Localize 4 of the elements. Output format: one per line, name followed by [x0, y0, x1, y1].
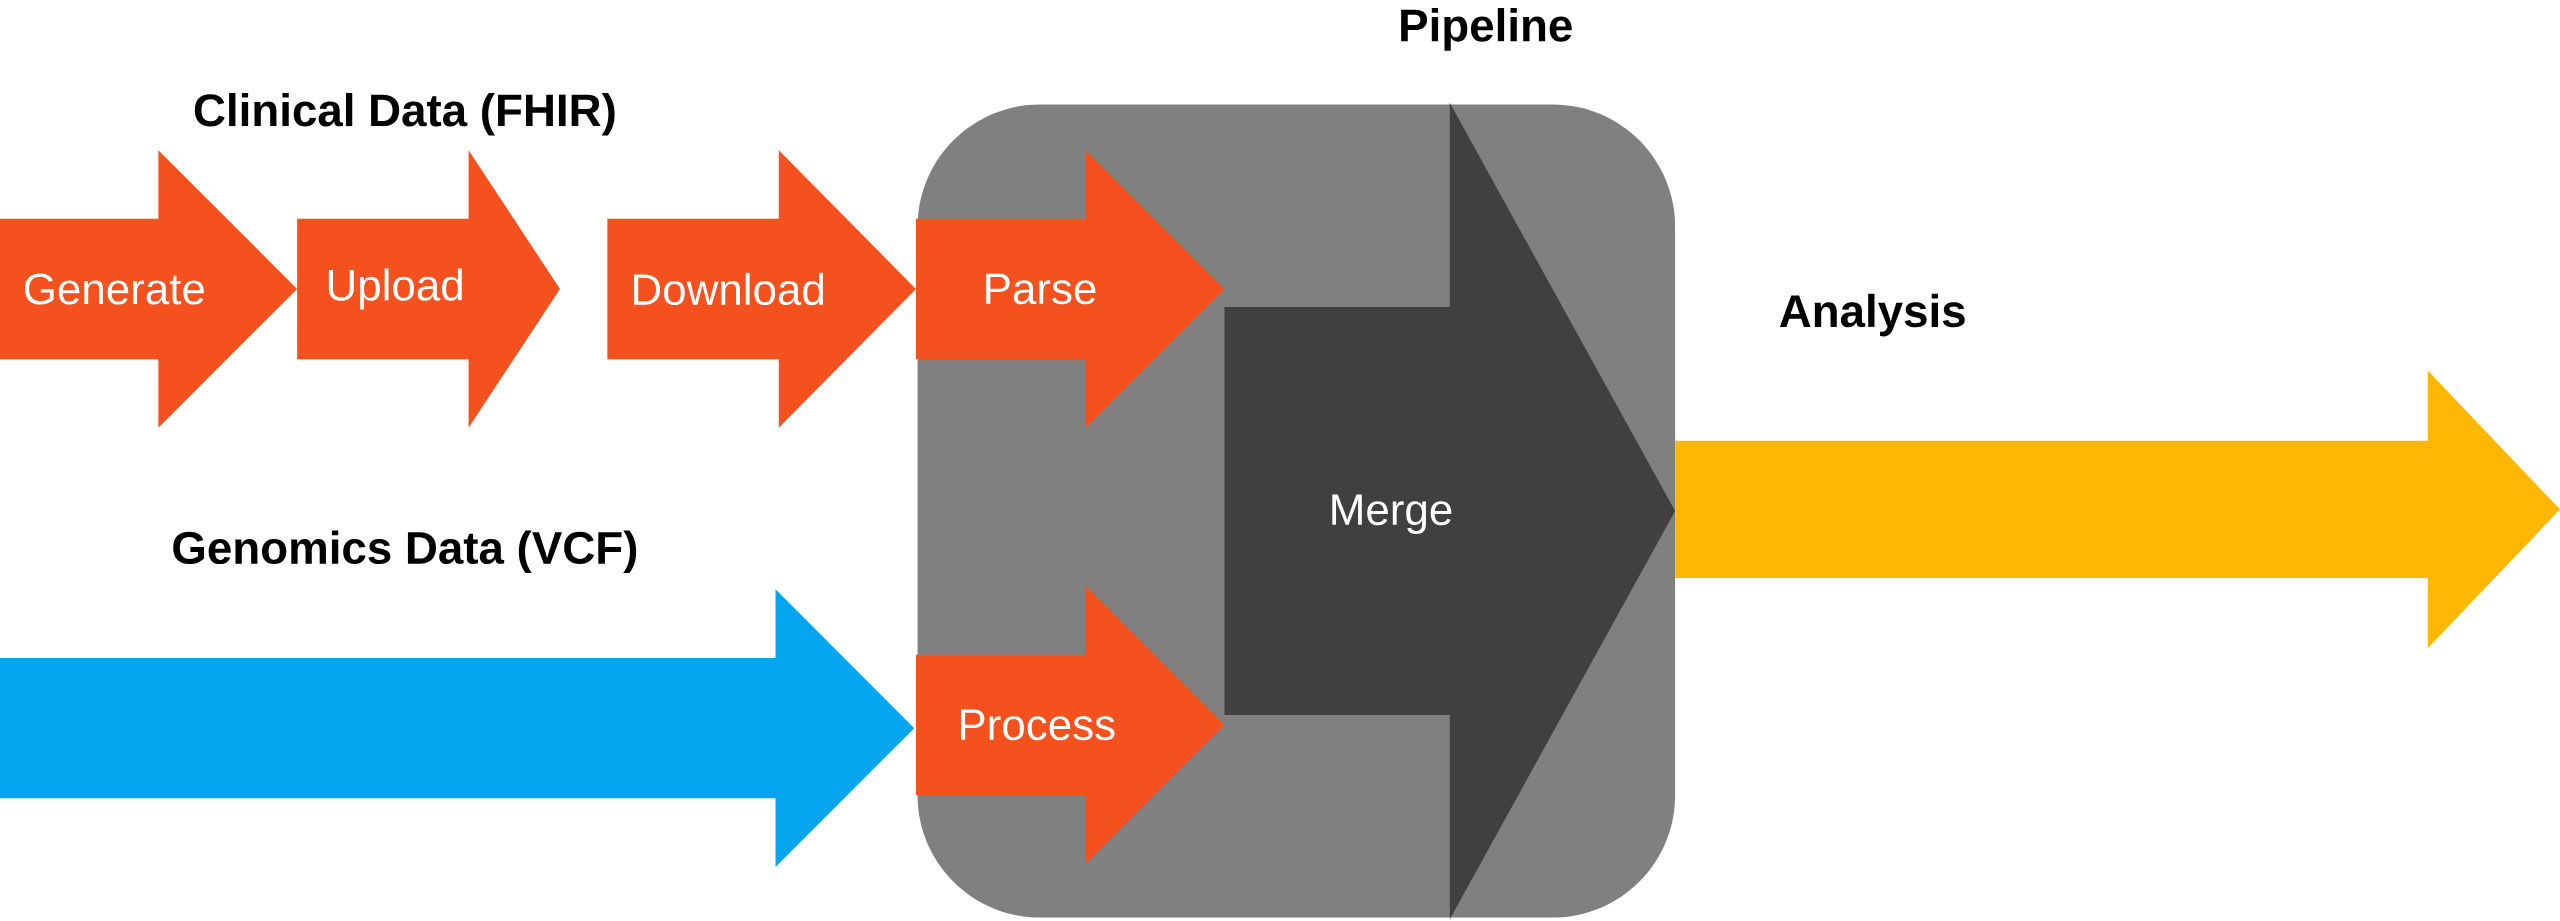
node-label: Genomics Data (VCF)	[173, 530, 637, 574]
heading: Clinical Data (FHIR)	[194, 93, 615, 136]
node-label: Analysis	[1779, 293, 1965, 337]
node-label: Pipeline	[1401, 8, 1572, 51]
